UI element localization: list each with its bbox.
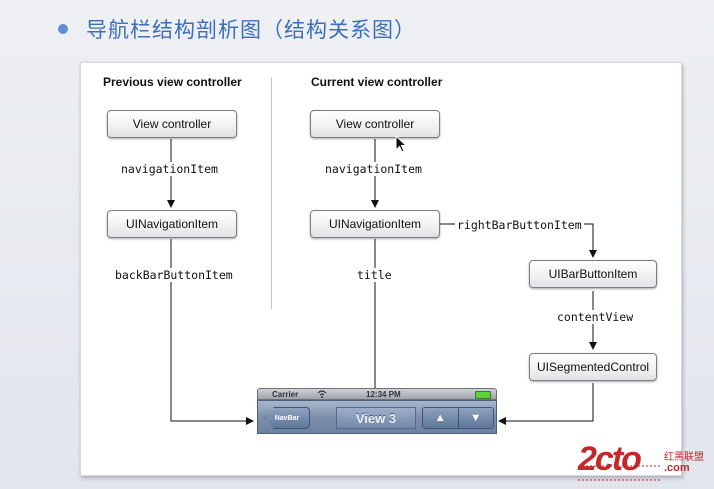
wifi-icon [317, 389, 327, 401]
carrier-text: Carrier [272, 390, 299, 399]
segment-up-button[interactable]: ▲ [423, 408, 458, 428]
contentview-label: contentView [555, 310, 636, 324]
segment-down-button[interactable]: ▼ [457, 408, 493, 428]
watermark-com: .com [664, 462, 690, 474]
previous-vc-label: Previous view controller [103, 75, 242, 89]
navigation-bar: NavBar View 3 ▲ ▼ [257, 400, 497, 434]
segmented-control[interactable]: ▲ ▼ [422, 407, 494, 429]
nav-title: View 3 [336, 407, 416, 429]
column-divider [271, 77, 272, 309]
backbarbuttonitem-label: backBarButtonItem [113, 268, 235, 282]
mouse-pointer-icon [395, 134, 408, 158]
cur-uinavigationitem-box: UINavigationItem [310, 210, 440, 238]
uibarbuttonitem-box: UIBarButtonItem [529, 260, 657, 288]
current-vc-label: Current view controller [311, 75, 443, 89]
battery-icon [475, 391, 491, 399]
slide-title: 导航栏结构剖析图（结构关系图） [58, 14, 416, 44]
back-button[interactable]: NavBar [264, 407, 310, 429]
status-time: 12:34 PM [366, 390, 401, 399]
prev-navigationitem-label: navigationItem [119, 162, 220, 176]
bullet-dot-icon [58, 24, 68, 34]
rightbarbuttonitem-label: rightBarButtonItem [455, 218, 584, 232]
prev-view-controller-box: View controller [107, 110, 237, 138]
cur-view-controller-box: View controller [310, 110, 440, 138]
uisegmentedcontrol-box: UISegmentedControl [529, 353, 657, 381]
prev-uinavigationitem-box: UINavigationItem [107, 210, 237, 238]
watermark-logo [578, 465, 662, 481]
title-relation-label: title [355, 268, 394, 282]
watermark-text: 2cto [578, 440, 642, 478]
slide-title-text: 导航栏结构剖析图（结构关系图） [86, 18, 416, 42]
watermark-cn: 红黑联盟 [664, 452, 704, 463]
phone-navbar-mockup: Carrier 12:34 PM NavBar View 3 ▲ ▼ [257, 388, 497, 436]
status-bar: Carrier 12:34 PM [257, 388, 497, 400]
cur-navigationitem-label: navigationItem [323, 162, 424, 176]
diagram-panel: Previous view controller Current view co… [80, 62, 682, 476]
